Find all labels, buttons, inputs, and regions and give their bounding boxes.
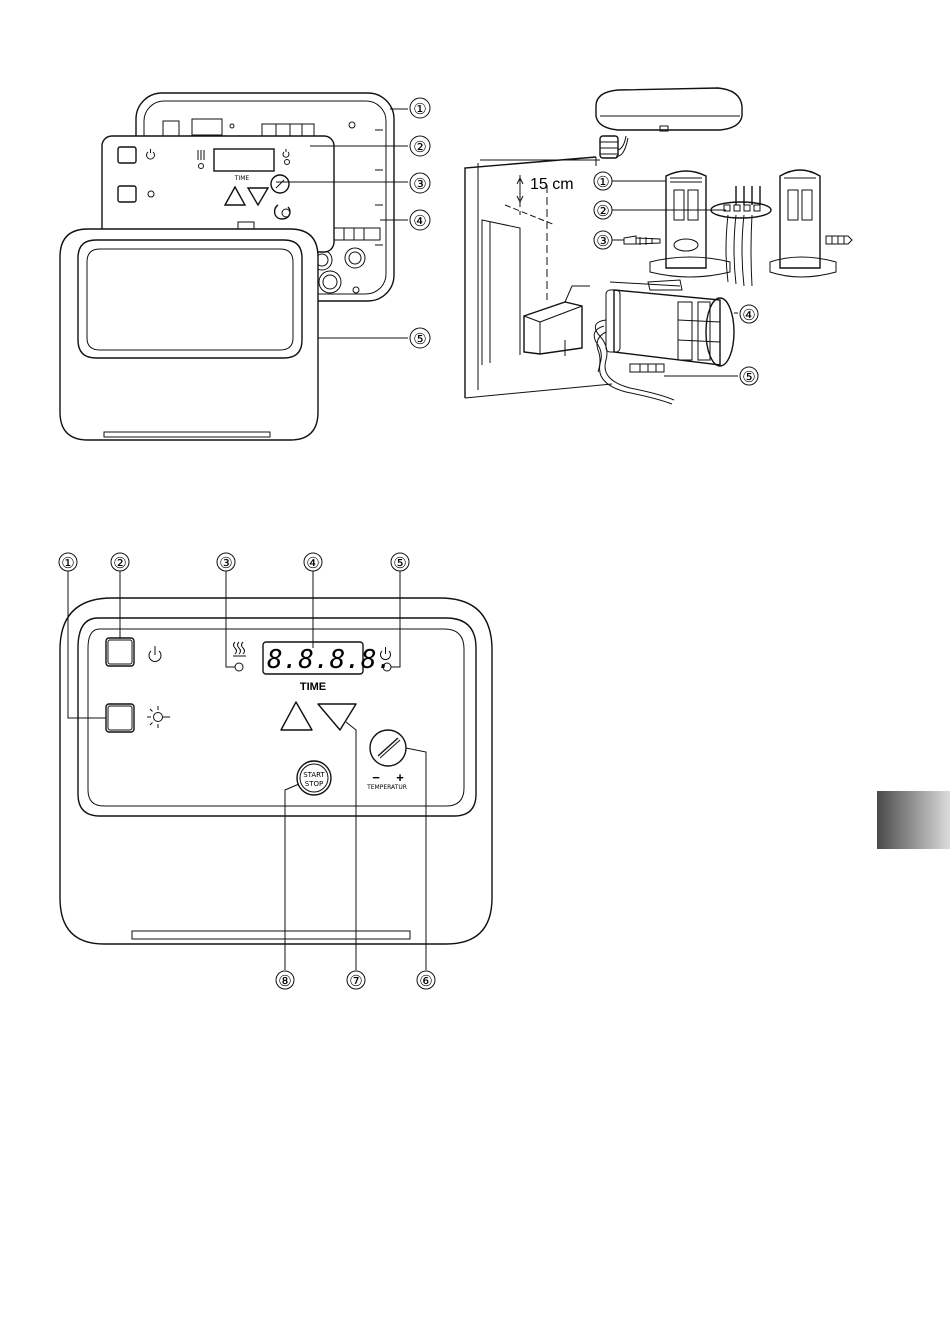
fig2-callout-1: ① xyxy=(596,173,609,191)
temp-plus-label: + xyxy=(396,770,404,785)
display-digits: 8.8.8.8. xyxy=(267,645,392,675)
light-icon xyxy=(147,706,170,728)
fig2-callout-2: ② xyxy=(596,202,609,220)
figure-control-unit-exploded: TIME xyxy=(60,93,408,440)
fig3-callout-1: ① xyxy=(61,554,74,572)
down-arrow-button[interactable] xyxy=(318,704,356,730)
power-button[interactable] xyxy=(106,638,134,666)
fig1-callouts: ① ② ③ ④ ⑤ xyxy=(410,98,430,348)
fig3-callout-8: ⑧ xyxy=(278,972,291,990)
temperature-knob[interactable] xyxy=(370,730,406,766)
light-button[interactable] xyxy=(106,704,134,732)
stop-label: STOP xyxy=(305,780,323,788)
fig3-callout-6: ⑥ xyxy=(419,972,432,990)
section-tab xyxy=(877,791,950,849)
figure-control-panel: 8.8.8.8. TIME − + TEMPERATUR START STOP xyxy=(60,571,492,970)
fig3-callout-4: ④ xyxy=(306,554,319,572)
fig3-callout-7: ⑦ xyxy=(349,972,362,990)
dimension-label: 15 cm xyxy=(530,176,574,193)
temperature-label: TEMPERATUR xyxy=(366,784,407,791)
fig1-callout-5: ⑤ xyxy=(413,330,426,348)
fig1-callout-3: ③ xyxy=(413,175,426,193)
heating-led xyxy=(235,663,243,671)
fig1-time-label: TIME xyxy=(234,175,250,182)
front-cover xyxy=(60,229,318,440)
heating-icon xyxy=(233,642,246,656)
power-icon xyxy=(149,646,161,661)
fig2-callout-5: ⑤ xyxy=(742,368,755,386)
fig3-callout-3: ③ xyxy=(219,554,232,572)
temp-minus-label: − xyxy=(372,770,380,785)
panel-bottom-slot xyxy=(132,931,410,939)
fig2-callout-3: ③ xyxy=(596,232,609,250)
start-label: START xyxy=(303,771,325,779)
fig3-callout-5: ⑤ xyxy=(393,554,406,572)
fig2-callout-4: ④ xyxy=(742,306,755,324)
up-arrow-button[interactable] xyxy=(281,702,312,730)
fig1-callout-2: ② xyxy=(413,138,426,156)
figure-sensor-mounting: 15 cm xyxy=(465,88,852,404)
fig1-callout-1: ① xyxy=(413,100,426,118)
display-time-label: TIME xyxy=(300,681,326,693)
fig1-callout-4: ④ xyxy=(413,212,426,230)
fig3-callout-2: ② xyxy=(113,554,126,572)
